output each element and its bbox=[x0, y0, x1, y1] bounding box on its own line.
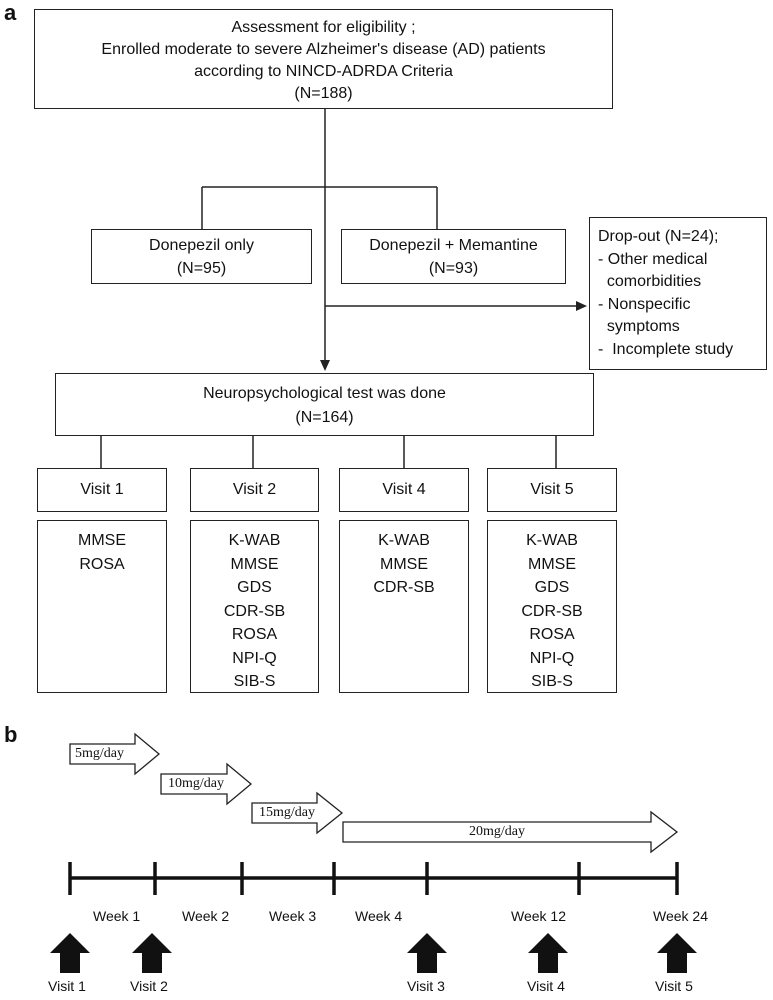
test-item: NPI-Q bbox=[529, 649, 575, 667]
arm-donepezil-title: Donepezil only bbox=[149, 237, 254, 254]
dose-arrow-15mg bbox=[251, 791, 344, 835]
dose-label-20mg: 20mg/day bbox=[469, 824, 525, 839]
visit4-test-list: K-WAB MMSE CDR-SB bbox=[340, 529, 468, 600]
visit-label-3: Visit 3 bbox=[407, 978, 445, 994]
test-item: GDS bbox=[534, 579, 570, 596]
dropout-line-1: Drop-out (N=24); bbox=[598, 228, 719, 245]
test-item: CDR-SB bbox=[373, 579, 435, 596]
dose-arrow-10mg bbox=[160, 762, 253, 806]
week-label-4: Week 4 bbox=[355, 908, 403, 924]
eligibility-box: Assessment for eligibility ; Enrolled mo… bbox=[34, 9, 613, 109]
visit-arrow-4 bbox=[528, 933, 568, 973]
visit-arrow-1 bbox=[50, 933, 90, 973]
dose-arrow-5mg bbox=[69, 732, 161, 776]
neuro-arrowhead bbox=[320, 360, 330, 371]
visit5-test-list: K-WAB MMSE GDS CDR-SB ROSA NPI-Q SIB-S bbox=[488, 529, 616, 694]
visit-arrow-3 bbox=[407, 933, 447, 973]
visit5-header-box: Visit 5 bbox=[487, 468, 617, 512]
week-label-24: Week 24 bbox=[653, 908, 708, 924]
week-label-3: Week 3 bbox=[269, 908, 317, 924]
dropout-line-6: - Incomplete study bbox=[598, 341, 734, 358]
eligibility-line-3: according to NINCD-ADRDA Criteria bbox=[194, 63, 453, 80]
test-item: ROSA bbox=[79, 555, 125, 573]
dropout-line-3: comorbidities bbox=[598, 273, 702, 290]
visit5-label: Visit 5 bbox=[530, 481, 574, 498]
week-label-1: Week 1 bbox=[93, 908, 141, 924]
arm-combo-title: Donepezil + Memantine bbox=[369, 237, 538, 254]
test-item: NPI-Q bbox=[232, 649, 277, 667]
test-item: K-WAB bbox=[526, 532, 578, 549]
test-item: K-WAB bbox=[228, 532, 281, 549]
test-item: CDR-SB bbox=[223, 602, 286, 620]
neuro-box: Neuropsychological test was done (N=164) bbox=[55, 373, 594, 436]
test-item: ROSA bbox=[231, 626, 278, 643]
neuro-n: (N=164) bbox=[295, 409, 354, 426]
visit1-label: Visit 1 bbox=[80, 481, 124, 498]
arm-donepezil-box: Donepezil only (N=95) bbox=[91, 229, 312, 284]
visit1-tests-box: MMSE ROSA bbox=[37, 520, 167, 693]
visit-label-5: Visit 5 bbox=[655, 978, 693, 994]
visit-arrow-5 bbox=[657, 933, 697, 973]
dropout-box: Drop-out (N=24); - Other medical comorbi… bbox=[589, 217, 767, 370]
test-item: GDS bbox=[237, 579, 272, 596]
test-item: MMSE bbox=[380, 555, 428, 573]
week-label-12: Week 12 bbox=[511, 908, 566, 924]
test-item: SIB-S bbox=[233, 673, 276, 690]
dose-arrow-20mg bbox=[342, 810, 679, 854]
week-label-2: Week 2 bbox=[182, 908, 230, 924]
visit-label-1: Visit 1 bbox=[48, 978, 86, 994]
visit2-tests-box: K-WAB MMSE GDS CDR-SB ROSA NPI-Q SIB-S bbox=[190, 520, 319, 693]
visit2-test-list: K-WAB MMSE GDS CDR-SB ROSA NPI-Q SIB-S bbox=[191, 529, 318, 694]
visit5-tests-box: K-WAB MMSE GDS CDR-SB ROSA NPI-Q SIB-S bbox=[487, 520, 617, 693]
dropout-line-5: symptoms bbox=[598, 318, 680, 335]
test-item: K-WAB bbox=[378, 532, 430, 549]
arm-combo-box: Donepezil + Memantine (N=93) bbox=[341, 229, 566, 284]
dose-label-10mg: 10mg/day bbox=[168, 776, 224, 791]
visit2-label: Visit 2 bbox=[232, 481, 277, 498]
test-item: MMSE bbox=[528, 555, 576, 573]
test-item: CDR-SB bbox=[521, 602, 583, 620]
test-item: MMSE bbox=[230, 555, 279, 573]
eligibility-line-1: Assessment for eligibility ; bbox=[231, 19, 416, 36]
test-item: MMSE bbox=[78, 532, 126, 549]
dropout-line-2: - Other medical bbox=[598, 251, 708, 268]
dropout-line-4: - Nonspecific bbox=[598, 296, 691, 313]
panel-label-b: b bbox=[4, 722, 18, 747]
eligibility-line-2: Enrolled moderate to severe Alzheimer's … bbox=[101, 41, 546, 58]
visit-arrow-2 bbox=[132, 933, 172, 973]
arm-combo-n: (N=93) bbox=[428, 260, 479, 277]
dose-label-5mg: 5mg/day bbox=[75, 746, 124, 761]
visit-label-4: Visit 4 bbox=[527, 978, 565, 994]
visit4-label: Visit 4 bbox=[382, 481, 426, 498]
visit2-header-box: Visit 2 bbox=[190, 468, 319, 512]
test-item: SIB-S bbox=[531, 673, 573, 690]
eligibility-n: (N=188) bbox=[294, 85, 353, 102]
neuro-title: Neuropsychological test was done bbox=[203, 385, 446, 402]
panel-label-a: a bbox=[4, 0, 17, 25]
visit-label-2: Visit 2 bbox=[130, 978, 168, 994]
arm-donepezil-n: (N=95) bbox=[176, 260, 227, 277]
visit4-tests-box: K-WAB MMSE CDR-SB bbox=[339, 520, 469, 693]
test-item: ROSA bbox=[529, 626, 575, 643]
dropout-arrowhead bbox=[576, 301, 587, 311]
dose-label-15mg: 15mg/day bbox=[259, 805, 315, 820]
visit1-test-list: MMSE ROSA bbox=[38, 529, 166, 576]
visit4-header-box: Visit 4 bbox=[339, 468, 469, 512]
visit1-header-box: Visit 1 bbox=[37, 468, 167, 512]
